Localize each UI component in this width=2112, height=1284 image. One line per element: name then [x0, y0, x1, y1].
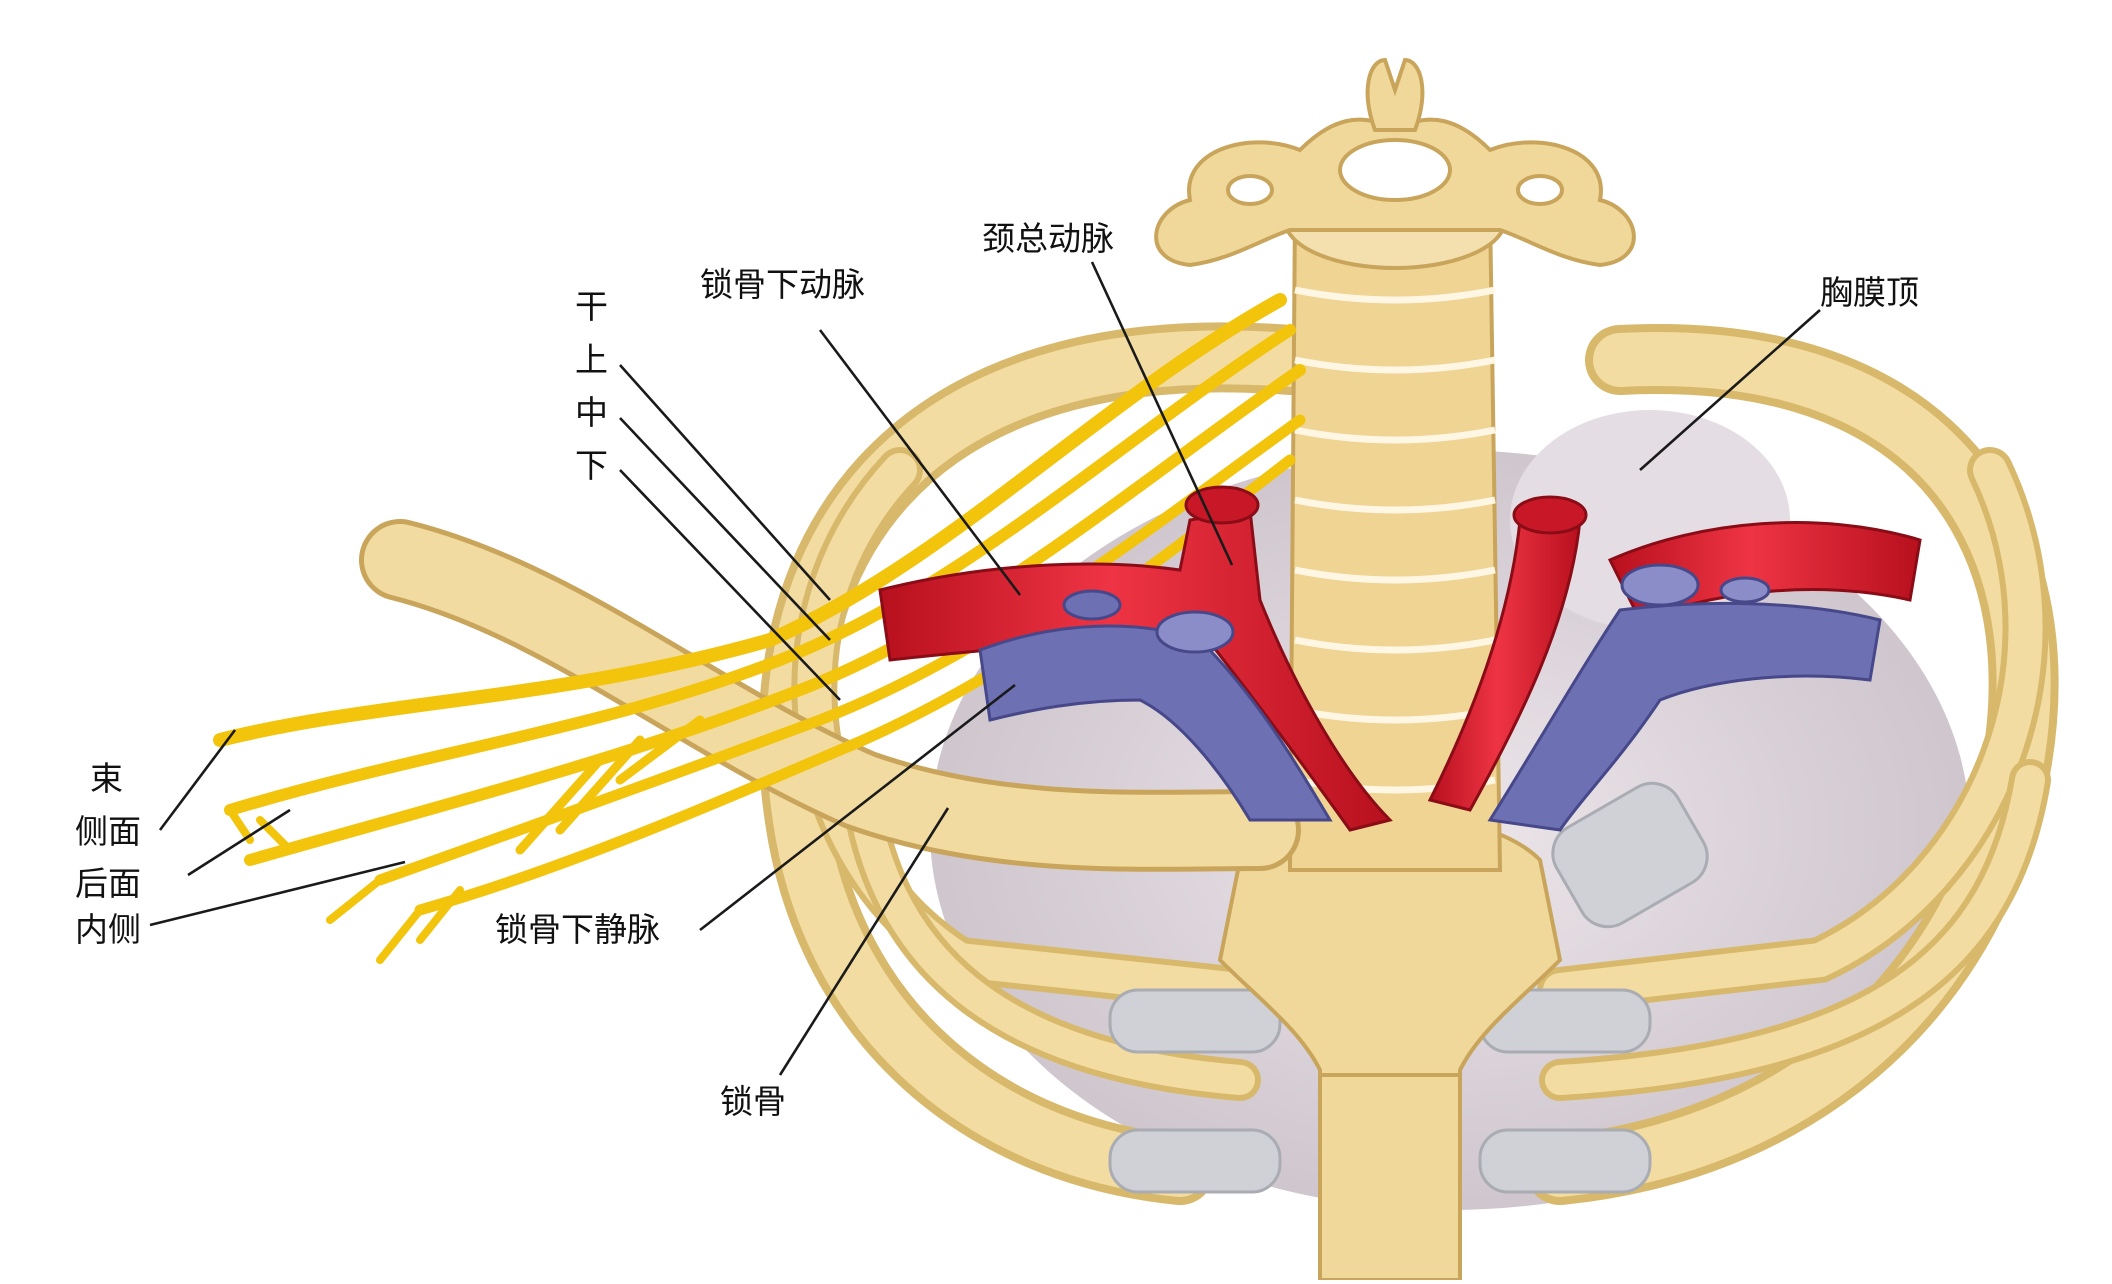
leader-medial: [149, 860, 406, 927]
brachial-plexus-nerves: [213, 293, 1306, 964]
leader-shu-lateral: [158, 729, 237, 831]
label-posterior: 后面: [75, 864, 141, 903]
rib-cage: [758, 322, 2059, 1205]
label-gan: 干: [575, 287, 608, 326]
label-subclavian-vein: 锁骨下静脉: [495, 910, 660, 949]
label-subclavian-artery: 锁骨下动脉: [700, 265, 865, 304]
cervical-vertebra: [1154, 57, 1636, 268]
label-medial: 内侧: [75, 910, 141, 949]
label-pleural-dome: 胸膜顶: [1820, 273, 1919, 312]
label-shu: 束: [90, 759, 123, 798]
label-shang: 上: [575, 340, 608, 379]
label-clavicle: 锁骨: [720, 1082, 786, 1121]
label-lateral: 侧面: [75, 812, 141, 851]
leader-zhong: [619, 417, 831, 641]
label-common-carotid: 颈总动脉: [982, 219, 1114, 258]
clavicle-bone: [359, 519, 1301, 872]
label-zhong: 中: [575, 393, 608, 432]
veins: [978, 563, 1882, 832]
leader-clavicle: [778, 807, 950, 1076]
leader-subclavian-vein: [699, 683, 1016, 932]
leader-shang: [619, 364, 831, 601]
leader-subclavian-artery: [818, 329, 1022, 596]
leader-posterior: [187, 808, 291, 877]
leader-lines: [149, 261, 1821, 1076]
label-xia: 下: [575, 446, 608, 485]
leader-pleural-dome: [1639, 309, 1821, 471]
leader-xia: [619, 469, 841, 701]
costal-cartilages: [1108, 781, 1709, 1194]
leader-common-carotid: [1090, 261, 1234, 566]
